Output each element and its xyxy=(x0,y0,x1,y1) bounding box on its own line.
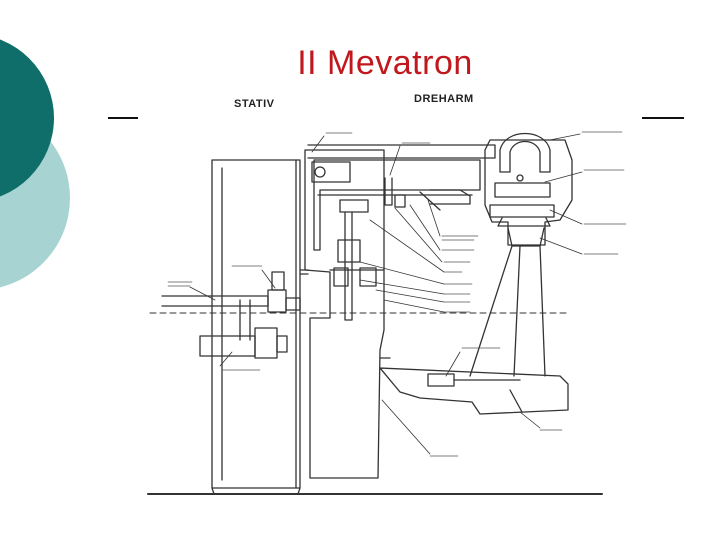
title-rule-right xyxy=(642,117,684,119)
radiation-beam xyxy=(469,245,546,377)
stand-cabinet xyxy=(211,159,309,495)
rotation-drive xyxy=(161,271,301,359)
dark-teal-circle xyxy=(0,39,54,197)
annotation-leaders xyxy=(189,133,583,455)
decorative-circles xyxy=(0,39,70,288)
patient-table xyxy=(379,367,569,415)
waveguide-components xyxy=(311,161,471,321)
gantry-label: DREHARM xyxy=(414,93,474,105)
slide-title: II Mevatron xyxy=(297,44,473,82)
stand-label: STATIV xyxy=(234,98,275,110)
gantry-body xyxy=(304,144,496,479)
title-rule-left xyxy=(108,117,138,119)
annotation-marks xyxy=(167,131,627,457)
treatment-head xyxy=(484,132,573,247)
